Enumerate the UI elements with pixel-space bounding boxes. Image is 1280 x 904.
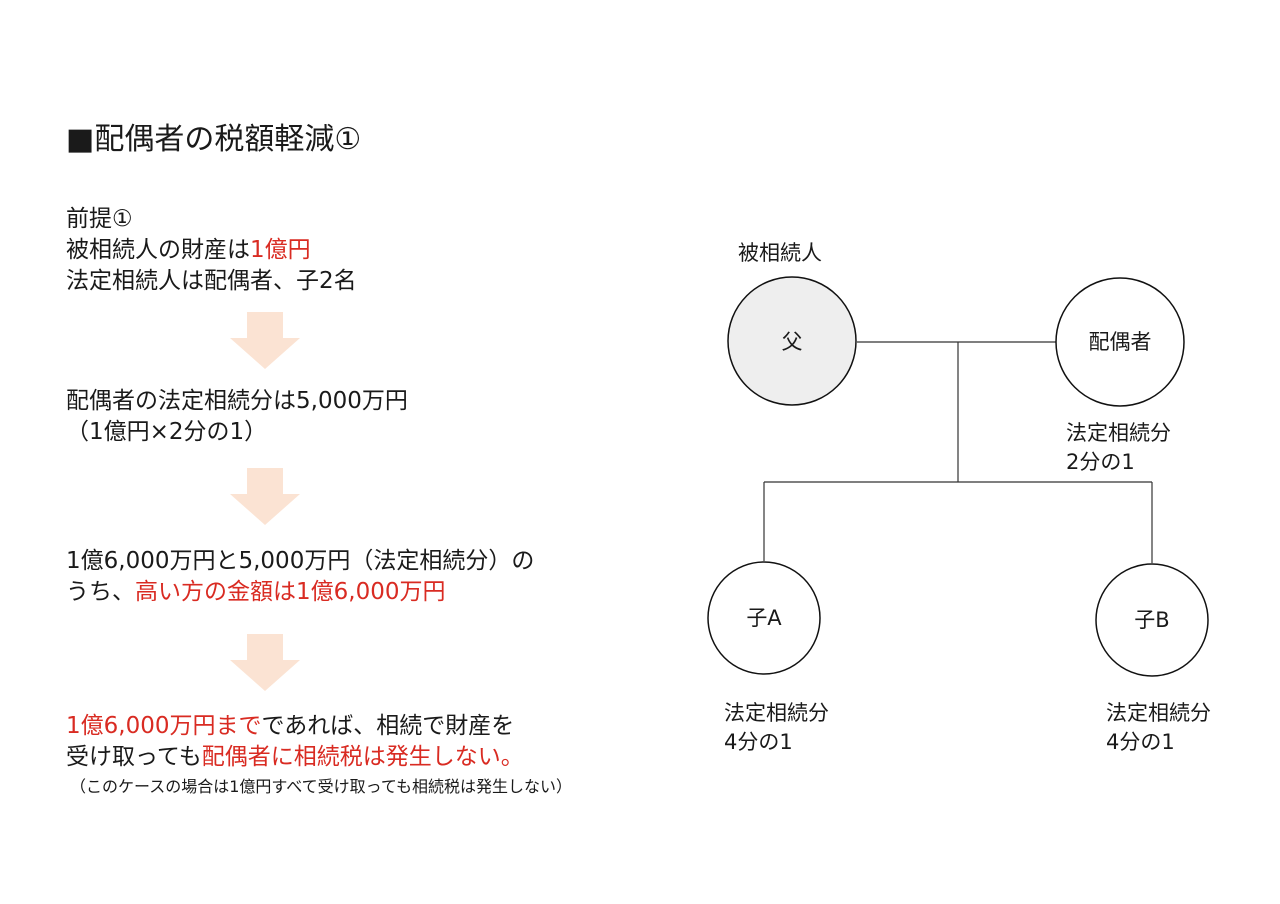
conclusion-line2: 受け取っても配偶者に相続税は発生しない。 <box>66 742 524 773</box>
spouse-share-label: 法定相続分 <box>1066 421 1171 445</box>
premise-heading: 前提① <box>66 206 133 232</box>
comparison-line1: 1億6,000万円と5,000万円（法定相続分）の <box>66 548 535 574</box>
down-arrow-icon <box>230 312 300 369</box>
conclusion-line2-prefix: 受け取っても <box>66 744 202 770</box>
premise-estate: 被相続人の財産は1億円 <box>66 235 357 266</box>
child-b-node <box>1095 563 1209 677</box>
decedent-caption: 被相続人 <box>738 241 822 265</box>
premise-block: 前提① 被相続人の財産は1億円 法定相続人は配偶者、子2名 <box>66 204 357 297</box>
conclusion-block: 1億6,000万円までであれば、相続で財産を 受け取っても配偶者に相続税は発生し… <box>66 711 524 773</box>
page-title: ■配偶者の税額軽減① <box>66 122 362 157</box>
child-b-label: 子B <box>1134 608 1169 632</box>
conclusion-line1-rest: であれば、相続で財産を <box>261 713 515 739</box>
comparison-line2-highlight: 高い方の金額は1億6,000万円 <box>135 579 446 605</box>
child-b-share-value: 4分の1 <box>1106 730 1175 754</box>
spouse-share-line2: （1億円×2分の1） <box>66 419 268 445</box>
spouse-node <box>1055 277 1185 407</box>
comparison-line2-prefix: うち、 <box>66 579 135 605</box>
father-label: 父 <box>782 330 803 354</box>
premise-estate-value: 1億円 <box>250 237 311 263</box>
down-arrow-icon <box>230 468 300 525</box>
conclusion-line2-highlight: 配偶者に相続税は発生しない。 <box>201 744 524 770</box>
comparison-block: 1億6,000万円と5,000万円（法定相続分）の うち、高い方の金額は1億6,… <box>66 546 534 608</box>
child-a-share-label: 法定相続分 <box>724 701 829 725</box>
child-a-share-value: 4分の1 <box>724 730 793 754</box>
premise-estate-prefix: 被相続人の財産は <box>66 237 250 263</box>
conclusion-line1: 1億6,000万円までであれば、相続で財産を <box>66 711 524 742</box>
premise-heirs: 法定相続人は配偶者、子2名 <box>66 268 357 294</box>
spouse-share-block: 配偶者の法定相続分は5,000万円 （1億円×2分の1） <box>66 386 408 448</box>
spouse-label: 配偶者 <box>1089 330 1152 354</box>
down-arrow-icon <box>230 634 300 691</box>
child-a-node <box>707 561 821 675</box>
child-b-share-label: 法定相続分 <box>1106 701 1211 725</box>
spouse-share-value: 2分の1 <box>1066 450 1135 474</box>
conclusion-line1-highlight: 1億6,000万円まで <box>66 713 262 739</box>
father-node <box>727 276 857 406</box>
comparison-line2: うち、高い方の金額は1億6,000万円 <box>66 577 534 608</box>
child-a-label: 子A <box>746 606 782 630</box>
conclusion-note: （このケースの場合は1億円すべて受け取っても相続税は発生しない） <box>70 777 573 796</box>
spouse-share-line1: 配偶者の法定相続分は5,000万円 <box>66 388 408 414</box>
